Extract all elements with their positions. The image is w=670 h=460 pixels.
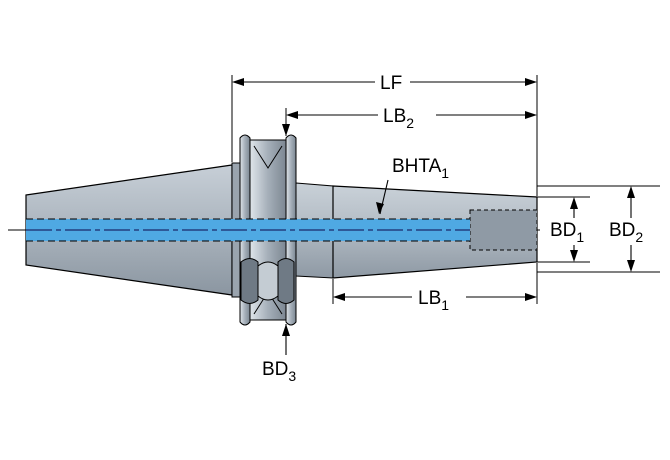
bd2-dimension	[537, 185, 660, 273]
front-bore	[469, 209, 538, 251]
bhta1-leader	[376, 179, 389, 215]
lb1-dimension	[332, 263, 538, 304]
lb1-label: LB1	[418, 288, 449, 313]
bd1-dimension	[537, 196, 590, 263]
bd1-label: BD1	[550, 220, 584, 245]
lb2-dimension	[282, 108, 537, 136]
bd3-label: BD3	[262, 359, 296, 384]
lf-dimension	[231, 75, 538, 196]
bhta1-label: BHTA1	[392, 156, 449, 181]
lb2-label: LB2	[383, 106, 414, 131]
lf-label: LF	[380, 73, 402, 94]
bd2-label: BD2	[609, 220, 643, 245]
bd3-leader	[282, 324, 290, 355]
coolant-channel	[26, 218, 470, 242]
